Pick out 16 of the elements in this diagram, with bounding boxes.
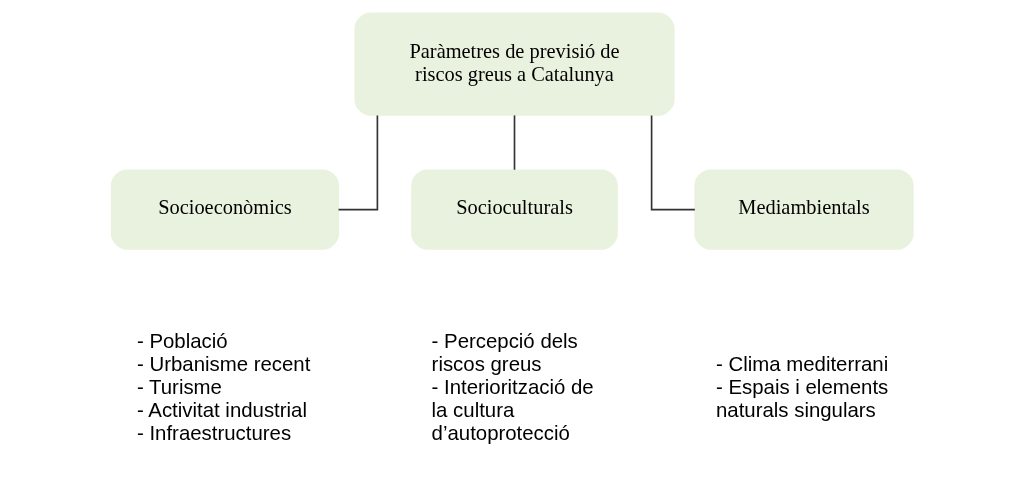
node-label: - Clima mediterrani — [716, 353, 889, 376]
node-label: - Activitat industrial — [136, 399, 307, 422]
node-box: Socioeconòmics — [110, 169, 340, 250]
node-label: - Població — [136, 330, 228, 353]
node-label: - Espais i elements naturals singulars — [716, 376, 889, 422]
connector — [337, 114, 379, 211]
node-label: - Percepció dels riscos greus — [431, 330, 578, 376]
node-label: - Interiorització de la cultura d’autoprotecció — [431, 376, 594, 445]
node-label: - Turisme — [136, 376, 222, 399]
node-label: - Infraestructures — [136, 422, 292, 445]
connector — [650, 114, 696, 211]
connector — [513, 114, 516, 171]
node-box: Mediambientals — [694, 169, 914, 250]
node-label: - Urbanisme recent — [136, 353, 311, 376]
node-box: Paràmetres de previsió de riscos greus a Catalunya — [354, 12, 675, 116]
node-box: Socioculturals — [411, 169, 618, 250]
